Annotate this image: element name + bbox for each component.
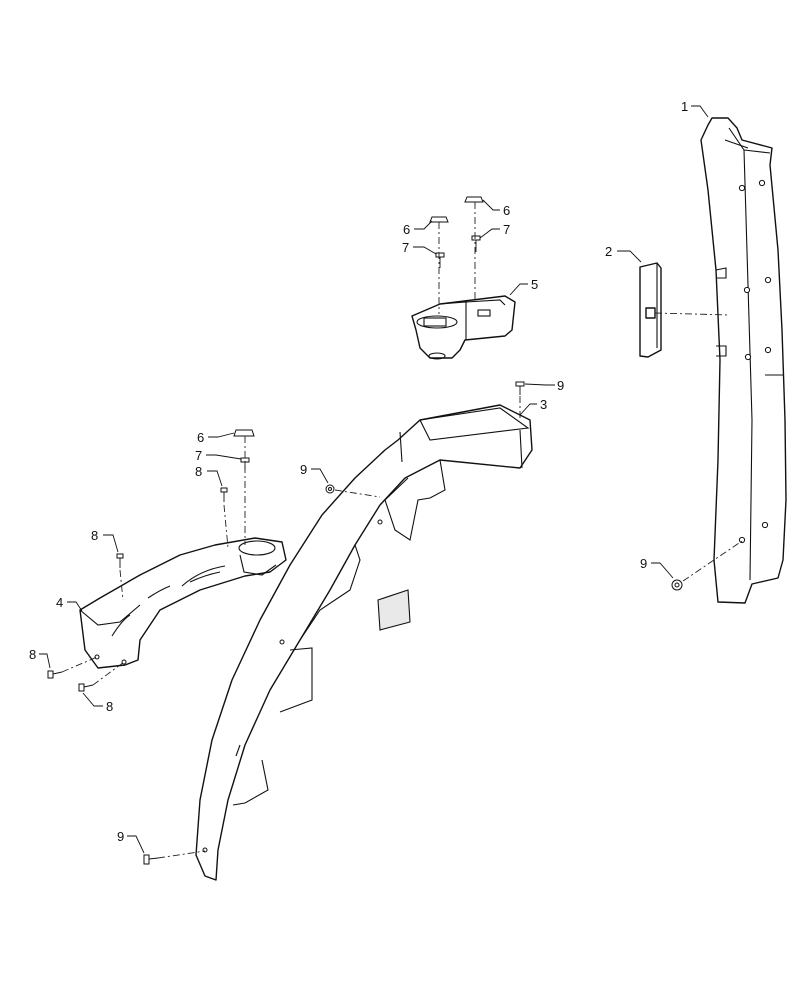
tray-cap-right xyxy=(464,196,484,203)
callout-4: 4 xyxy=(56,595,63,610)
part-2-bracket xyxy=(639,262,662,358)
nut-9-mid xyxy=(325,484,335,494)
callout-7a: 7 xyxy=(402,240,409,255)
callout-9b: 9 xyxy=(300,462,307,477)
arm-bolt-8-left xyxy=(116,553,124,568)
callout-6a: 6 xyxy=(403,222,410,237)
leader-7c xyxy=(206,454,242,460)
nut-9-right-axis xyxy=(682,540,743,582)
leader-3 xyxy=(519,403,537,416)
callout-9c: 9 xyxy=(640,556,647,571)
arm-bolt-axis-low-right xyxy=(92,661,125,686)
arm-bolt-axis-top xyxy=(223,504,229,549)
part-1-side-panel xyxy=(700,117,787,604)
tray-screw-left xyxy=(435,252,445,268)
callout-5: 5 xyxy=(531,277,538,292)
leader-1 xyxy=(691,105,709,118)
leader-7b xyxy=(479,228,500,239)
nut-9-right xyxy=(671,579,683,591)
leader-6a xyxy=(414,220,433,230)
leader-6c xyxy=(208,432,235,438)
callout-8d: 8 xyxy=(106,699,113,714)
leader-5 xyxy=(509,283,528,296)
leader-6b xyxy=(482,199,500,211)
leader-9a xyxy=(524,383,555,386)
leader-8b xyxy=(103,534,119,553)
leader-4 xyxy=(67,601,83,612)
callout-8a: 8 xyxy=(195,464,202,479)
nut-9-bottom xyxy=(143,854,159,865)
part-3-fender xyxy=(195,404,533,881)
leader-9d xyxy=(127,835,145,854)
callout-6c: 6 xyxy=(197,430,204,445)
callout-9d: 9 xyxy=(117,829,124,844)
arm-bolt-8-low-right xyxy=(78,683,94,692)
callout-8b: 8 xyxy=(91,528,98,543)
leader-9c xyxy=(651,562,674,579)
nut-9-top xyxy=(515,381,525,395)
leader-8c xyxy=(39,653,51,669)
callout-1: 1 xyxy=(681,99,688,114)
arm-bolt-axis-low-left xyxy=(61,656,98,673)
leader-8a xyxy=(207,470,223,487)
callout-9a: 9 xyxy=(557,378,564,393)
arm-bolt-axis-left xyxy=(119,569,124,601)
callout-2: 2 xyxy=(605,244,612,259)
callout-6b: 6 xyxy=(503,203,510,218)
leader-2 xyxy=(617,250,642,263)
arm-bolt-8-low-left xyxy=(47,670,63,679)
leader-7a xyxy=(413,246,437,255)
callout-3: 3 xyxy=(540,397,547,412)
callout-8c: 8 xyxy=(29,647,36,662)
arm-bolt-8-top xyxy=(220,487,228,502)
callout-7b: 7 xyxy=(503,222,510,237)
part-5-cup-holder-tray xyxy=(411,295,516,360)
callout-7c: 7 xyxy=(195,448,202,463)
part-4-armrest-bracket xyxy=(79,537,287,669)
leader-9b xyxy=(311,468,329,484)
part-2-mount-line xyxy=(654,312,731,316)
arm-cap-6 xyxy=(233,429,255,437)
tray-screw-right xyxy=(471,235,481,252)
tray-cap-left xyxy=(429,216,449,223)
leader-8d xyxy=(82,692,103,707)
